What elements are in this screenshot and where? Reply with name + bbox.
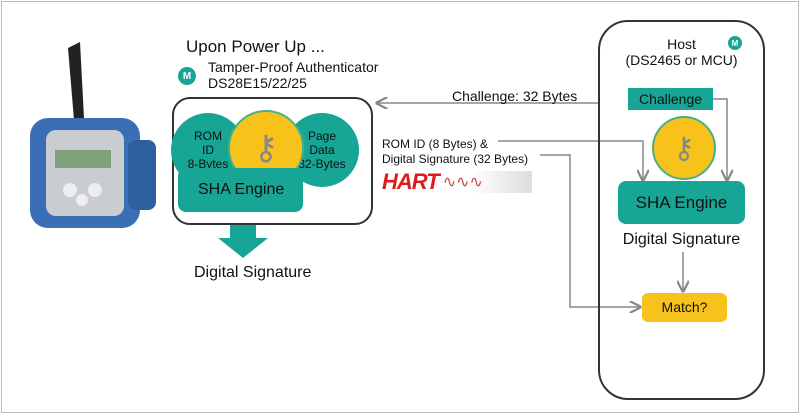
maxim-logo-icon: M (728, 36, 742, 50)
power-up-heading: Upon Power Up ... (186, 37, 325, 56)
rom-id-arrow (498, 140, 643, 180)
transmitter-device-image (30, 42, 156, 228)
host-sha-engine: SHA Engine (618, 181, 745, 224)
digital-signature-output: Digital Signature (194, 264, 312, 281)
host-box (598, 20, 765, 400)
challenge-to-sha-arrow (713, 98, 727, 180)
host-title: Host(DS2465 or MCU) (598, 36, 765, 68)
host-challenge-box: Challenge (628, 88, 713, 110)
match-box: Match? (642, 293, 727, 322)
page-data-line: Page (307, 129, 336, 143)
auth-part: DS28E15/22/25 (208, 75, 307, 91)
maxim-logo-icon: M (178, 67, 196, 85)
response-line: ROM ID (8 Bytes) & (382, 137, 489, 151)
rom-id-line: ID (202, 143, 214, 157)
hart-logo-text: HART (382, 169, 440, 194)
host-digital-signature: Digital Signature (622, 231, 741, 248)
challenge-label: Challenge: 32 Bytes (452, 88, 578, 104)
host-key-icon: ⚷ (652, 116, 716, 180)
response-line: Digital Signature (32 Bytes) (382, 152, 529, 166)
signature-to-match-arrow (540, 154, 640, 307)
rom-id-line: ROM (194, 129, 222, 143)
hart-logo: HART ∿∿∿ (382, 169, 532, 194)
page-data-line: 32-Bytes (298, 157, 346, 171)
host-title-line: (DS2465 or MCU) (625, 52, 738, 68)
down-arrow-icon (218, 225, 268, 258)
authenticator-label: Tamper-Proof Authenticator DS28E15/22/25 (208, 59, 378, 91)
response-label: ROM ID (8 Bytes) &Digital Signature (32 … (382, 137, 528, 167)
page-data-line: Data (309, 143, 335, 157)
sha-engine: SHA Engine (178, 168, 303, 212)
host-title-line: Host (667, 36, 696, 52)
wave-icon: ∿∿∿ (442, 174, 483, 191)
auth-title: Tamper-Proof Authenticator (208, 59, 379, 75)
rom-id-line: 8-Bytes (187, 157, 229, 171)
